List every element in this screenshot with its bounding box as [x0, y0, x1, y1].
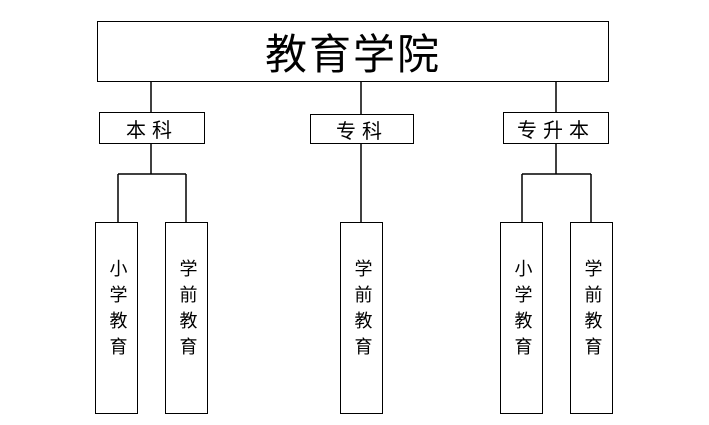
- program-node-zhuanshengben-primary: 小学教育: [500, 222, 543, 414]
- program-node-benke-primary: 小学教育: [95, 222, 138, 414]
- program-label: 学前教育: [176, 259, 198, 363]
- level-node-zhuanshengben: 专升本: [503, 112, 609, 144]
- level-label: 专升本: [517, 117, 595, 142]
- level-label: 本科: [126, 117, 178, 142]
- program-label: 学前教育: [581, 259, 603, 363]
- program-node-benke-preschool: 学前教育: [165, 222, 208, 414]
- program-label: 学前教育: [351, 259, 373, 363]
- program-label: 小学教育: [511, 259, 533, 363]
- level-node-benke: 本科: [99, 112, 205, 144]
- root-node: 教育学院: [97, 21, 609, 82]
- program-node-zhuanke-preschool: 学前教育: [340, 222, 383, 414]
- program-label: 小学教育: [106, 259, 128, 363]
- root-title: 教育学院: [264, 30, 441, 79]
- level-label: 专科: [336, 118, 388, 143]
- level-node-zhuanke: 专科: [310, 114, 414, 144]
- program-node-zhuanshengben-preschool: 学前教育: [570, 222, 613, 414]
